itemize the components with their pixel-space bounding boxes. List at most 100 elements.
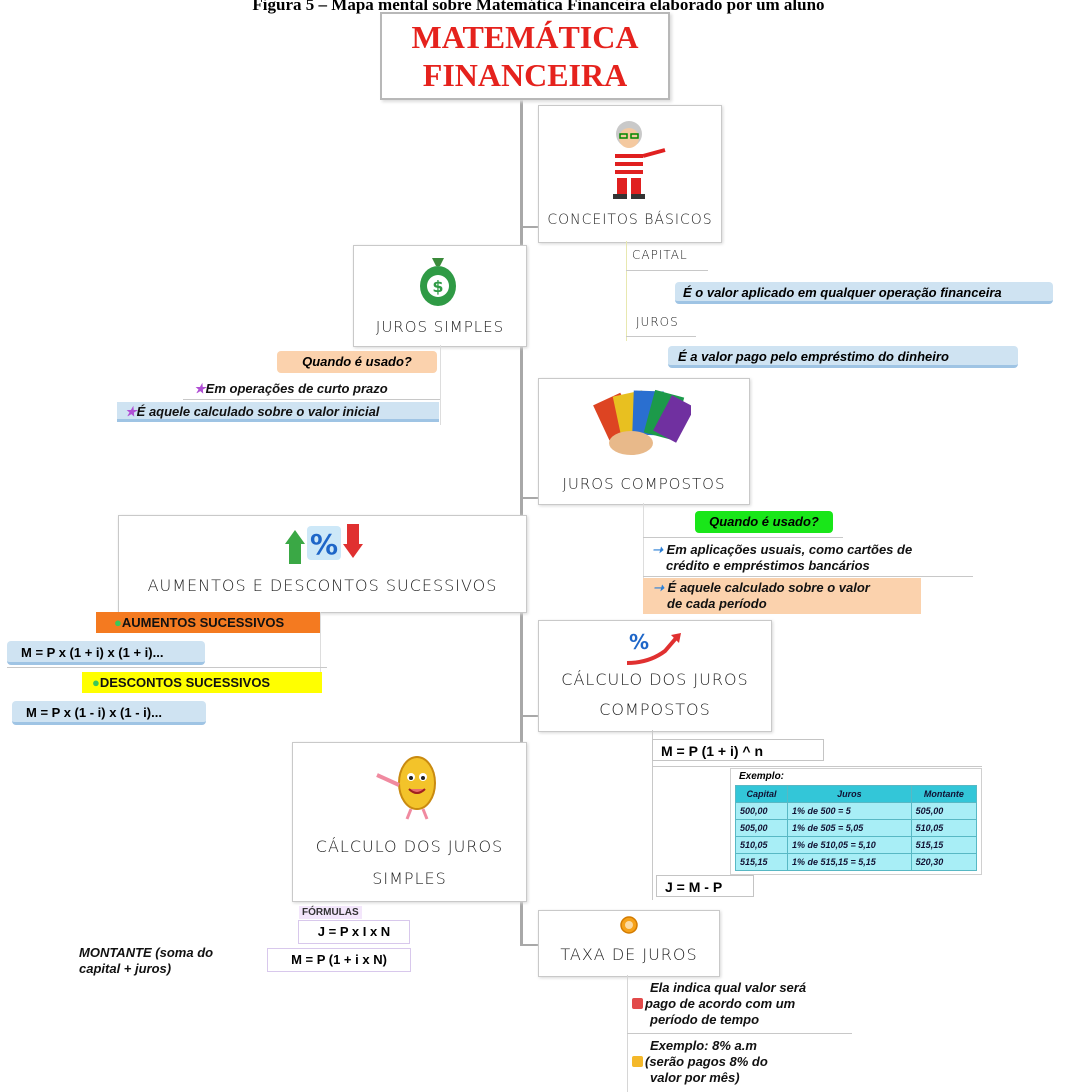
info-circle-icon [620, 916, 638, 934]
juros-definition: É a valor pago pelo empréstimo do dinhei… [668, 346, 1018, 368]
montante-note: MONTANTE (soma do capital + juros) [79, 945, 269, 977]
taxa-description: Ela indica qual valor será pago de acord… [632, 980, 862, 1028]
label-line2: SIMPLES [372, 869, 447, 888]
connector-line [626, 241, 627, 341]
montante-line1: MONTANTE (soma do [79, 945, 214, 960]
juros-compostos-periodo: ➝ É aquele calculado sobre o valor de ca… [643, 578, 921, 614]
dot-icon: ● [114, 615, 122, 630]
juros-simples-quando: Quando é usado? [277, 351, 437, 373]
table-cell: 1% de 515,15 = 5,15 [786, 853, 912, 871]
figure-caption: Figura 5 – Mapa mental sobre Matemática … [252, 0, 825, 14]
example-box: Exemplo: Capital Juros Montante 500,00 1… [730, 768, 982, 875]
underline [627, 1033, 852, 1034]
underline [652, 766, 982, 767]
topic-label: TAXA DE JUROS [560, 945, 698, 964]
table-cell: 505,00 [735, 819, 788, 837]
example-table: Capital Juros Montante 500,00 1% de 500 … [735, 785, 978, 871]
svg-text:$: $ [432, 277, 443, 296]
percent-arrows-icon: % [285, 524, 363, 564]
descontos-sucessivos-label: DESCONTOS SUCESSIVOS [99, 675, 271, 690]
periodo-line1: É aquele calculado sobre o valor [667, 580, 870, 595]
topic-label: AUMENTOS E DESCONTOS SUCESSIVOS [147, 576, 498, 595]
montante-line2: capital + juros) [79, 961, 172, 976]
topic-label: CONCEITOS BÁSICOS [547, 212, 713, 228]
juros-simples-inicial: É aquele calculado sobre o valor inicial [136, 404, 380, 419]
trunk-branch [520, 715, 538, 717]
aumentos-formula: M = P x (1 + i) x (1 + i)... [7, 641, 205, 665]
jmp-formula: J = M - P [656, 875, 754, 897]
table-cell: 520,30 [910, 853, 978, 871]
aplicacoes-line2: crédito e empréstimos bancários [666, 558, 870, 573]
underline [183, 399, 440, 400]
coin-character-icon [376, 756, 436, 820]
table-cell: 1% de 510,05 = 5,10 [786, 836, 912, 854]
table-cell: 1% de 505 = 5,05 [786, 819, 912, 837]
topic-juros-simples: $ JUROS SIMPLES [353, 245, 527, 347]
label-line1: CÁLCULO DOS JUROS [561, 670, 749, 689]
table-cell: 510,05 [910, 819, 978, 837]
money-bag-icon: $ [420, 258, 456, 306]
capital-label: CAPITAL [632, 248, 688, 262]
capital-definition: É o valor aplicado em qualquer operação … [675, 282, 1053, 304]
label-line1: CÁLCULO DOS JUROS [315, 837, 504, 856]
compostos-formula: M = P (1 + i) ^ n [652, 739, 824, 761]
star-icon: ★ [194, 381, 206, 396]
title-line1: MATEMÁTICA [411, 19, 639, 55]
descontos-formula: M = P x (1 - i) x (1 - i)... [12, 701, 206, 725]
topic-label: JUROS SIMPLES [375, 318, 505, 336]
table-header: Capital [735, 785, 788, 803]
table-cell: 515,15 [910, 836, 978, 854]
arrow-icon: ➝ [652, 542, 663, 557]
topic-juros-compostos: JUROS COMPOSTOS [538, 378, 750, 505]
ex-line2: (serão pagos 8% do [645, 1054, 768, 1069]
formulas-label: FÓRMULAS [299, 906, 362, 919]
credit-cards-icon [593, 389, 691, 455]
table-cell: 515,15 [735, 853, 788, 871]
topic-conceitos-basicos: CONCEITOS BÁSICOS [538, 105, 722, 243]
trunk-branch [520, 944, 538, 946]
star-icon: ★ [125, 404, 137, 419]
connector-line [643, 503, 644, 613]
periodo-line2: de cada período [667, 596, 767, 611]
topic-taxa-de-juros: TAXA DE JUROS [538, 910, 720, 977]
connector-line [652, 730, 653, 900]
topic-aumentos-descontos: % AUMENTOS E DESCONTOS SUCESSIVOS [118, 515, 527, 613]
juros-compostos-aplicacoes: ➝ Em aplicações usuais, como cartões de … [652, 542, 912, 573]
underline [626, 270, 708, 271]
underline [643, 537, 843, 538]
topic-calculo-juros-simples: CÁLCULO DOS JUROS SIMPLES [292, 742, 527, 902]
table-row: 515,15 1% de 515,15 = 5,15 520,30 [735, 853, 978, 871]
table-row: 510,05 1% de 510,05 = 5,10 515,15 [735, 836, 978, 854]
taxa-exemplo: Exemplo: 8% a.m (serão pagos 8% do valor… [632, 1038, 862, 1086]
aumentos-sucessivos-header: ●AUMENTOS SUCESSIVOS [96, 612, 320, 633]
formula-m: M = P (1 + i x N) [267, 948, 411, 972]
connector-line [440, 345, 441, 425]
table-row: 505,00 1% de 505 = 5,05 510,05 [735, 819, 978, 837]
topic-label: JUROS COMPOSTOS [562, 475, 726, 493]
topic-label: CÁLCULO DOS JUROS SIMPLES [293, 831, 526, 895]
svg-text:%: % [310, 528, 338, 561]
descontos-sucessivos-header: ●DESCONTOS SUCESSIVOS [82, 672, 322, 693]
connector-line [320, 612, 321, 692]
table-row: 500,00 1% de 500 = 5 505,00 [735, 802, 978, 820]
svg-text:%: % [629, 630, 649, 654]
central-title: MATEMÁTICA FINANCEIRA [380, 12, 670, 100]
dot-icon: ● [92, 675, 100, 690]
ex-line1: Exemplo: 8% a.m [650, 1038, 757, 1053]
title-line2: FINANCEIRA [422, 57, 628, 93]
topic-label: CÁLCULO DOS JUROS COMPOSTOS [539, 665, 771, 725]
underline [7, 667, 327, 668]
underline [643, 576, 973, 577]
desc-line1: Ela indica qual valor será [650, 980, 807, 995]
juros-simples-curto-item: ★Em operações de curto prazo [194, 381, 388, 397]
juros-compostos-quando: Quando é usado? [695, 511, 833, 533]
juros-simples-inicial-item: ★É aquele calculado sobre o valor inicia… [117, 402, 439, 422]
table-cell: 500,00 [735, 802, 788, 820]
teacher-icon [613, 121, 666, 199]
trunk-branch [520, 226, 538, 228]
yellow-flag-icon [632, 1056, 643, 1067]
ex-line3: valor por mês) [650, 1070, 740, 1085]
table-cell: 1% de 500 = 5 [786, 802, 912, 820]
aumentos-sucessivos-label: AUMENTOS SUCESSIVOS [121, 615, 285, 630]
trunk-branch [520, 497, 538, 499]
